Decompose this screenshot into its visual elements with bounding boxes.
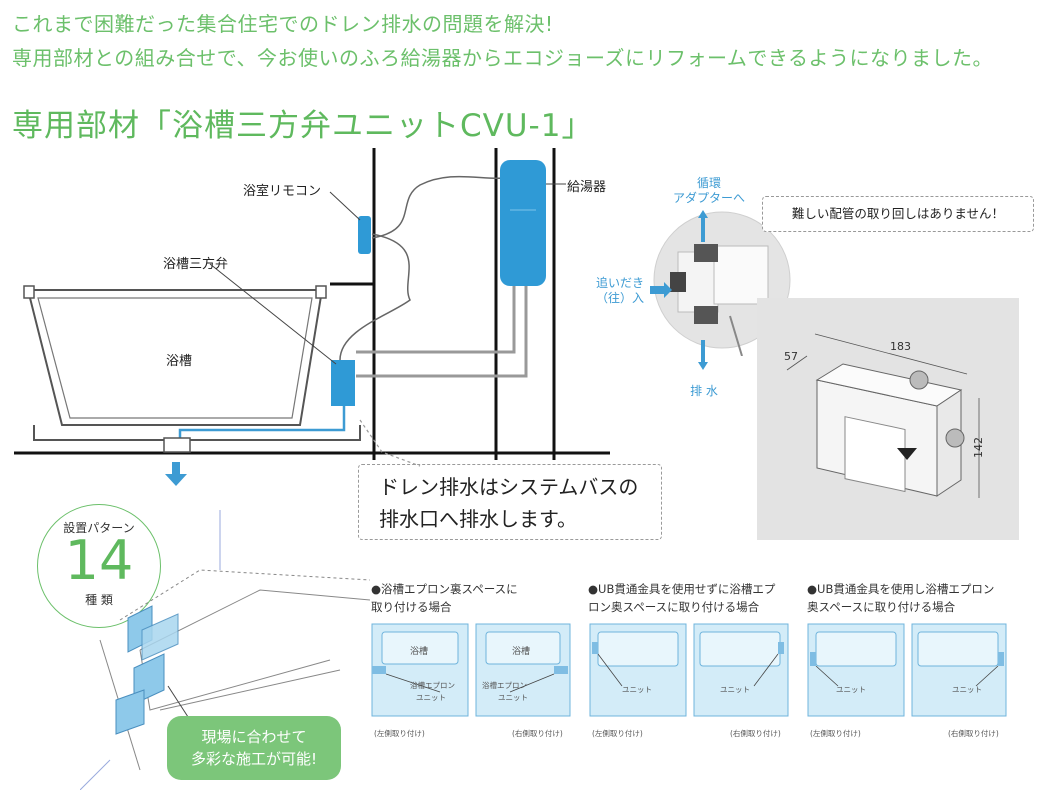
pattern-1-caption-line-2: 取り付ける場合 xyxy=(371,600,452,614)
pattern-1-caption: ●浴槽エプロン裏スペースに 取り付ける場合 xyxy=(371,580,518,616)
pattern-1-right-panel xyxy=(475,623,571,717)
reheat-label-line-1: 追いだき xyxy=(595,276,644,290)
reheat-label: 追いだき （往）入 xyxy=(592,276,648,306)
pattern-2-left-panel xyxy=(589,623,687,717)
pattern-2-caption-line-1: ●UB貫通金具を使用せずに浴槽エプ xyxy=(588,582,776,596)
remote-label: 浴室リモコン xyxy=(243,184,322,199)
p3-right-note: (右側取り付け) xyxy=(948,729,999,738)
p3-left-note: (左側取り付け) xyxy=(810,729,861,738)
patterns-badge-number: 14 xyxy=(64,529,134,592)
p3-left-unit: ユニット xyxy=(836,685,866,694)
p1-right-unit-2: ユニット xyxy=(498,693,528,702)
patterns-badge-bottom: 種 類 xyxy=(85,593,113,607)
p1-left-tub: 浴槽 xyxy=(410,647,429,657)
drain-callout-line-1: ドレン排水はシステムバスの xyxy=(379,475,639,499)
pattern-1-left-panel xyxy=(371,623,469,717)
pattern-1-caption-line-1: ●浴槽エプロン裏スペースに xyxy=(371,582,518,596)
patterns-badge: 設置パターン 14 種 類 xyxy=(37,504,161,628)
p2-left-note: (左側取り付け) xyxy=(592,729,643,738)
dim-width: 183 xyxy=(890,340,911,353)
p1-left-unit-1: 浴槽エプロン xyxy=(410,681,455,690)
bath-remote-device xyxy=(358,216,371,254)
water-heater-device xyxy=(500,160,546,286)
circulation-label-line-2: アダプターへ xyxy=(672,191,745,205)
p1-right-note: (右側取り付け) xyxy=(512,729,563,738)
drain-pipe xyxy=(178,402,346,440)
pattern-2-right-panel xyxy=(693,623,789,717)
p1-right-tub: 浴槽 xyxy=(512,647,531,657)
valve-cable xyxy=(339,233,411,361)
pattern-3-caption-line-2: 奥スペースに取り付ける場合 xyxy=(807,600,956,614)
p3-right-unit: ユニット xyxy=(952,685,982,694)
bathtub-label: 浴槽 xyxy=(166,354,193,369)
valve-label: 浴槽三方弁 xyxy=(163,257,229,272)
three-way-valve-device xyxy=(331,360,355,406)
dim-depth: 57 xyxy=(784,350,798,363)
flow-arrows xyxy=(650,210,708,370)
pattern-3-caption-line-1: ●UB貫通金具を使用し浴槽エプロン xyxy=(807,582,995,596)
drain-fitting xyxy=(163,437,191,453)
patterns-badge-top: 設置パターン xyxy=(63,521,135,535)
drain-callout: ドレン排水はシステムバスの 排水口へ排水します。 xyxy=(358,464,662,540)
p1-right-unit-1: 浴槽エプロン xyxy=(482,681,527,690)
sketch-unit-3 xyxy=(115,689,145,735)
pattern-3-left-panel xyxy=(807,623,905,717)
pattern-3-right-panel xyxy=(911,623,1007,717)
section-title: 専用部材「浴槽三方弁ユニットCVU-1」 xyxy=(12,108,594,144)
system-diagram xyxy=(14,148,610,486)
p2-right-note: (右側取り付け) xyxy=(730,729,781,738)
pattern-2-caption: ●UB貫通金具を使用せずに浴槽エプ ロン奥スペースに取り付ける場合 xyxy=(588,580,775,616)
drain-callout-line-2: 排水口へ排水します。 xyxy=(379,507,577,531)
heater-label: 給湯器 xyxy=(567,180,607,195)
p1-left-note: (左側取り付け) xyxy=(374,729,425,738)
circulation-label-line-1: 循環 xyxy=(696,176,721,190)
p1-left-unit-2: ユニット xyxy=(416,693,446,702)
dim-height: 142 xyxy=(972,437,985,458)
bathtub-body xyxy=(26,289,324,426)
pipe-2 xyxy=(356,285,528,378)
p2-left-unit: ユニット xyxy=(622,685,652,694)
reheat-label-line-2: （往）入 xyxy=(595,291,644,305)
unit-photo xyxy=(653,211,791,356)
drain-flow-label: 排 水 xyxy=(690,384,718,398)
installation-sketch xyxy=(80,510,370,790)
pattern-3-caption: ●UB貫通金具を使用し浴槽エプロン 奥スペースに取り付ける場合 xyxy=(807,580,994,616)
pattern-panels xyxy=(371,623,1007,717)
flexible-install-bubble: 現場に合わせて 多彩な施工が可能! xyxy=(167,716,341,780)
flexible-install-line-1: 現場に合わせて xyxy=(201,728,307,746)
remote-cable xyxy=(371,175,507,239)
no-difficult-piping-bubble: 難しい配管の取り回しはありません！ xyxy=(762,196,1034,232)
lead-line-1: これまで困難だった集合住宅でのドレン排水の問題を解決! xyxy=(12,12,554,36)
circulation-label: 循環 アダプターへ xyxy=(668,176,750,206)
dimension-drawing xyxy=(757,298,1019,540)
flexible-install-line-2: 多彩な施工が可能! xyxy=(190,750,317,768)
lead-line-2: 専用部材との組み合せで、今お使いのふろ給湯器からエコジョーズにリフォームできるよ… xyxy=(12,46,993,70)
drain-arrow xyxy=(165,462,187,486)
p2-right-unit: ユニット xyxy=(720,685,750,694)
pipe-1 xyxy=(356,285,516,354)
pattern-2-caption-line-2: ロン奥スペースに取り付ける場合 xyxy=(588,600,760,614)
